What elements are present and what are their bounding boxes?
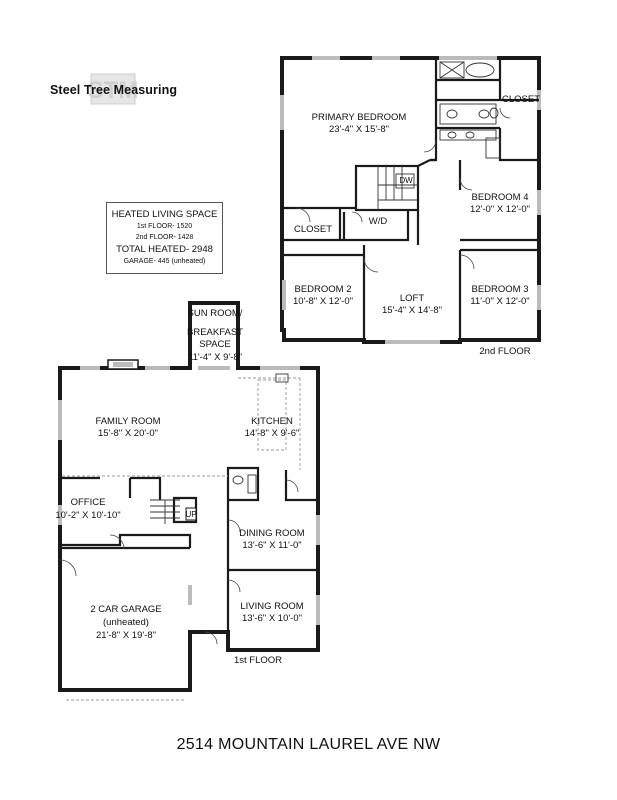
living-room-size: 13'-6" X 10'-0" [242, 613, 302, 624]
door-swing [109, 534, 125, 550]
summary-first-floor: 1st FLOOR- 1520 [136, 223, 193, 230]
stairwell [354, 164, 420, 212]
bedroom3-name: BEDROOM 3 [471, 284, 528, 295]
family-room-size: 15'-8" X 20'-0" [98, 428, 158, 439]
heated-space-summary: HEATED LIVING SPACE 1st FLOOR- 1520 2nd … [106, 202, 223, 274]
primary-bedroom-name: PRIMARY BEDROOM [312, 112, 407, 123]
stm-monogram-icon: STM [89, 73, 137, 105]
primary-bedroom-size: 23'-4" X 15'-8" [329, 124, 389, 135]
sun-room-line1: SUN ROOM/ [188, 308, 243, 319]
door-swing [459, 254, 475, 270]
sun-room-line2: BREAKFAST [187, 327, 243, 338]
company-logo: STM Steel Tree Measuring [50, 72, 180, 108]
closet-left-label: CLOSET [294, 224, 332, 235]
summary-garage: GARAGE- 445 (unheated) [123, 258, 206, 265]
bedroom4-name: BEDROOM 4 [471, 192, 528, 203]
door-swing [285, 479, 299, 493]
dining-room-size: 13'-6" X 11'-0" [242, 540, 301, 551]
up-label: UP [185, 510, 196, 519]
counter-outline [62, 377, 301, 477]
bedroom4-size: 12'-0" X 12'-0" [470, 204, 530, 215]
range [275, 373, 289, 383]
living-room-name: LIVING ROOM [240, 601, 303, 612]
svg-text:STM: STM [89, 77, 137, 104]
door-swing [227, 579, 241, 593]
bedroom2-size: 10'-8" X 12'-0" [293, 296, 353, 307]
sun-room-line3: SPACE [199, 339, 231, 350]
sun-room-size: 11'-4" X 9'-8" [188, 352, 242, 363]
door-swing [59, 559, 77, 577]
closet-top-label: CLOSET [502, 94, 540, 105]
wd-label: W/D [369, 216, 388, 227]
first-floor-interior-walls [60, 466, 318, 632]
tub-small [485, 137, 501, 159]
toilet [232, 475, 244, 485]
stair-treads [377, 166, 418, 210]
first-floor-plan: SUN ROOM/ BREAKFAST SPACE 11'-4" X 9'-8"… [55, 301, 320, 701]
garage-line1: 2 CAR GARAGE [90, 604, 161, 615]
summary-second-floor: 2nd FLOOR- 1428 [135, 234, 194, 241]
toilet [489, 107, 499, 119]
office-name: OFFICE [71, 497, 106, 508]
sink [247, 474, 257, 494]
bedroom3-size: 11'-0" X 12'-0" [470, 296, 529, 307]
counter [439, 129, 497, 141]
stairs [150, 499, 180, 524]
kitchen-size: 14'-8" X 9'-6" [245, 428, 300, 439]
door-swing [204, 631, 218, 645]
logo-text: Steel Tree Measuring [50, 83, 178, 97]
property-address: 2514 MOUNTAIN LAUREL AVE NW [176, 736, 441, 753]
kitchen-name: KITCHEN [251, 416, 293, 427]
door-swing [363, 257, 379, 273]
vanity [439, 103, 497, 125]
bathtub [465, 62, 495, 78]
door-swing [459, 177, 473, 191]
family-room-name: FAMILY ROOM [95, 416, 160, 427]
second-floor-label: 2nd FLOOR [479, 346, 530, 357]
second-floor-plan: PRIMARY BEDROOM 23'-4" X 15'-8" CLOSET B… [280, 56, 541, 357]
loft-size: 15'-4" X 14'-8" [382, 305, 442, 316]
door-swing [499, 107, 511, 119]
door-swing [295, 207, 311, 223]
door-swing [423, 139, 437, 153]
door-swing [351, 211, 363, 223]
dw-label: DW [399, 176, 413, 185]
first-floor-label: 1st FLOOR [234, 655, 282, 666]
office-size: 10'-2" X 10'-10" [55, 510, 120, 521]
garage-line2: (unheated) [103, 617, 149, 628]
shower [439, 61, 465, 79]
dining-room-name: DINING ROOM [239, 528, 305, 539]
summary-title: HEATED LIVING SPACE [111, 209, 218, 220]
loft-name: LOFT [400, 293, 424, 304]
kitchen-island [257, 379, 287, 451]
hall-walls [282, 158, 539, 342]
garage-size: 21'-8" X 19'-8" [96, 630, 156, 641]
summary-total: TOTAL HEATED- 2948 [116, 244, 213, 255]
door-swing [227, 519, 241, 533]
bedroom2-name: BEDROOM 2 [294, 284, 351, 295]
dryer-washer-box [395, 173, 415, 189]
